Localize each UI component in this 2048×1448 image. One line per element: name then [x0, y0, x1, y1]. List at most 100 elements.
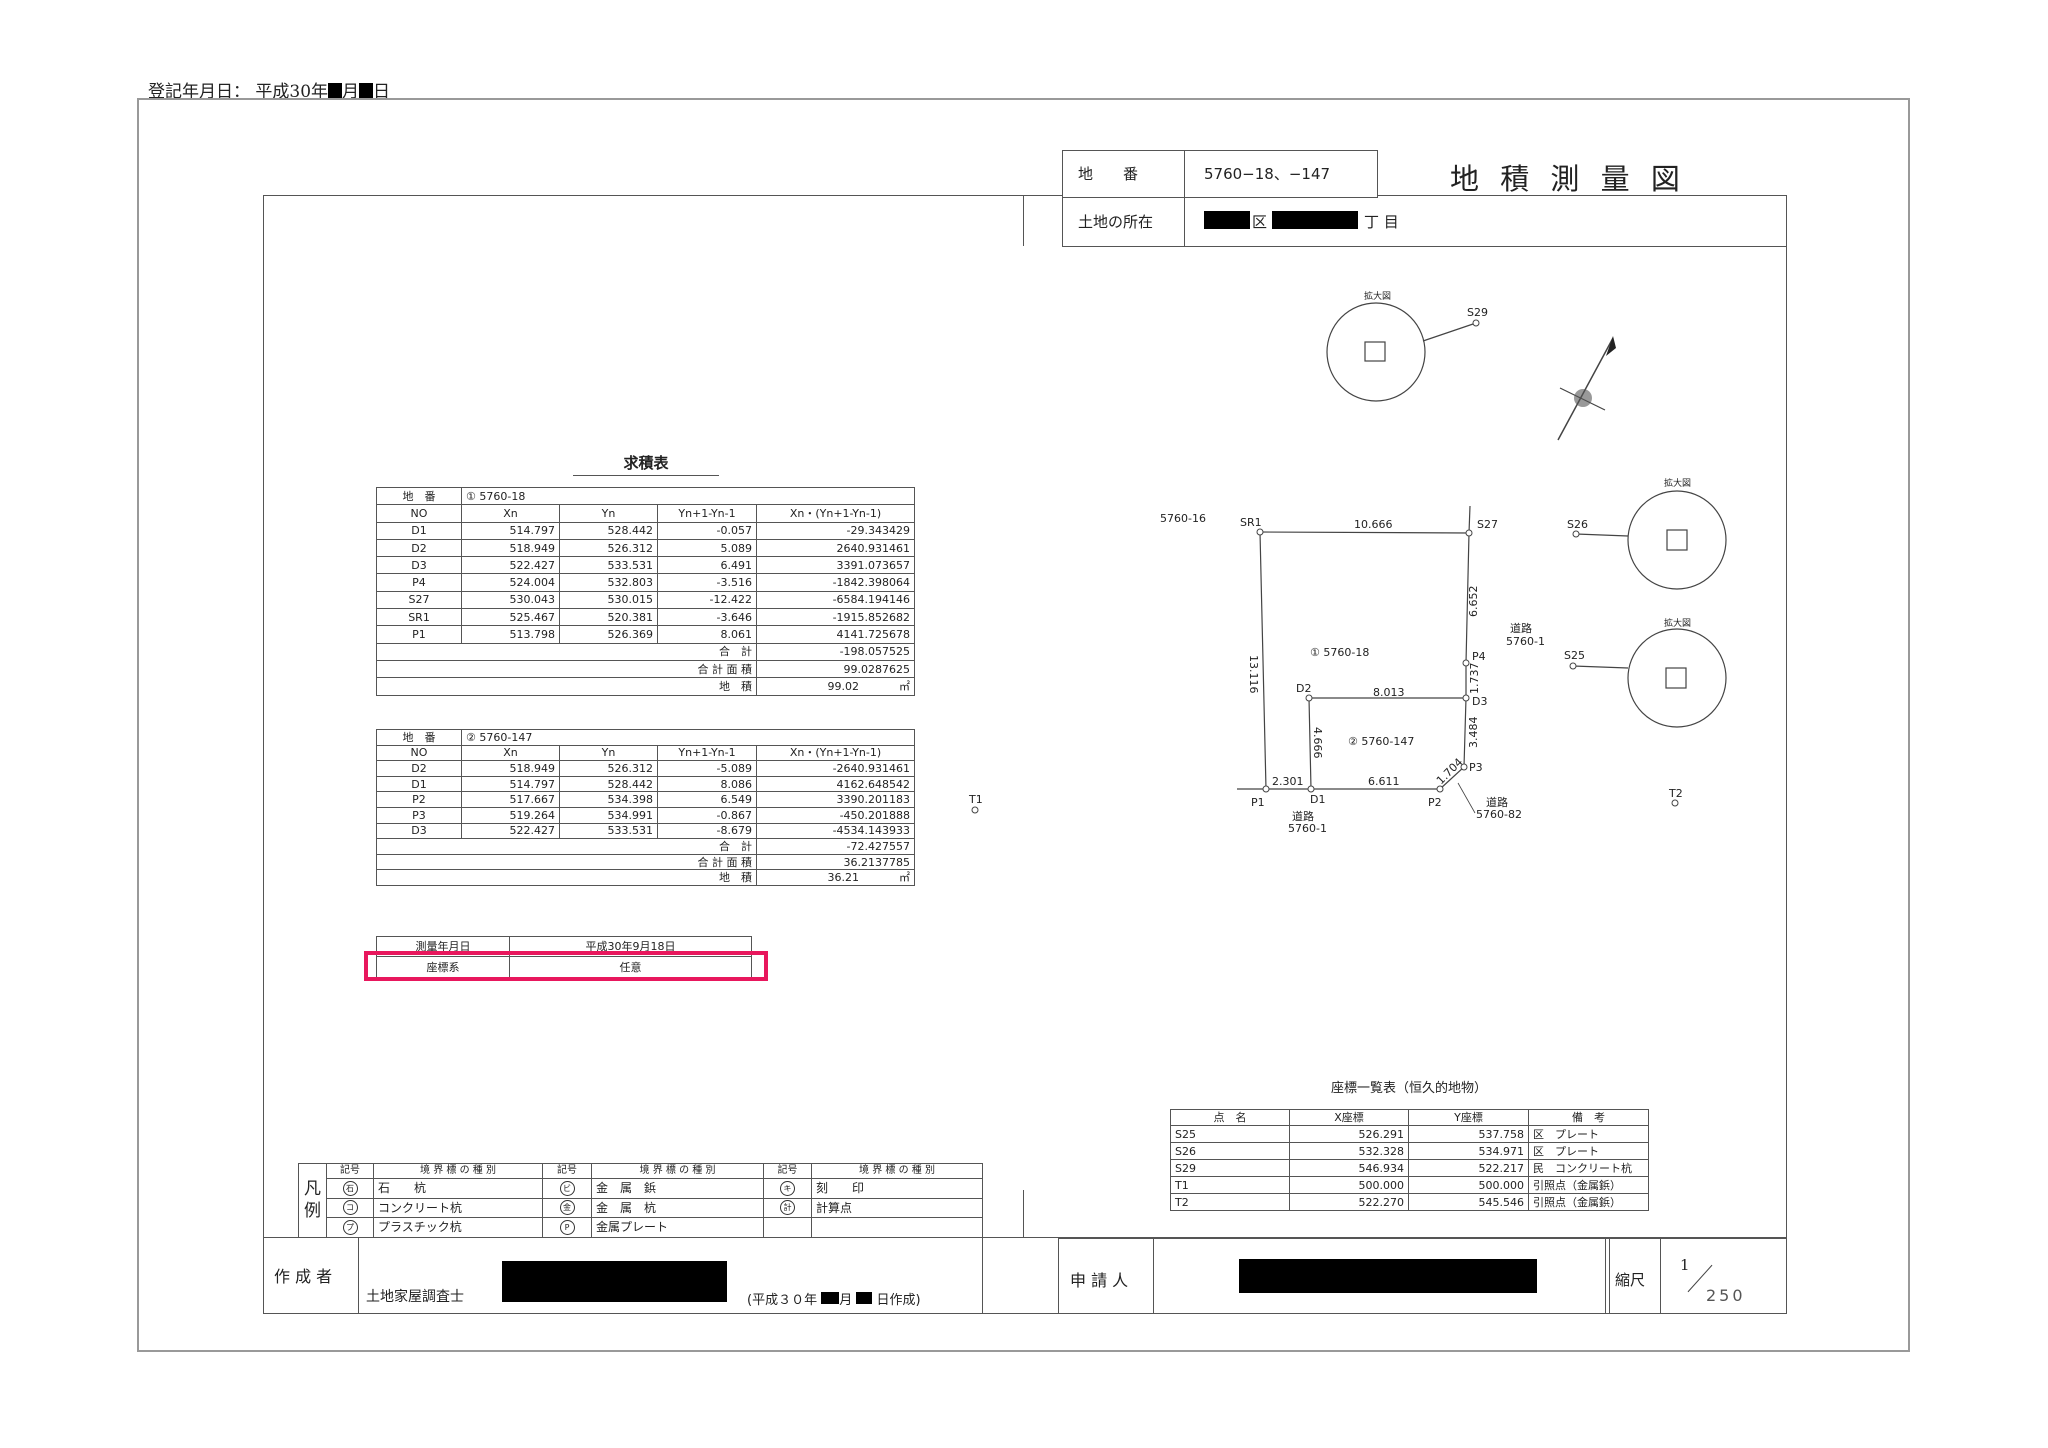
x-coordinate: 532.328: [1289, 1142, 1409, 1160]
redacted-town: [1272, 211, 1358, 229]
point-label-s26: S26: [1567, 518, 1588, 531]
road-label: 道路: [1486, 795, 1508, 809]
column-header: 備 考: [1528, 1109, 1649, 1126]
road-right-lot: 5760-1: [1506, 635, 1545, 648]
highlight-box: [364, 951, 768, 981]
applicant-box: [1058, 1238, 1787, 1314]
lot-value: 5760−18、−147: [1204, 165, 1331, 183]
document-title: 地 積 測 量 図: [1450, 162, 1686, 196]
x-coordinate: 526.291: [1289, 1125, 1409, 1143]
month-label: 月: [839, 1293, 853, 1308]
boundary-marker-icon: キ: [780, 1180, 795, 1196]
point-name: T2: [1170, 1193, 1290, 1211]
scale-numerator: 1: [1680, 1256, 1690, 1274]
legend-header-type: 境 界 標 の 種 別: [373, 1163, 543, 1179]
redacted-day: [856, 1292, 873, 1304]
location-chome: 丁 目: [1364, 213, 1399, 231]
table-row: 合 計-198.057525: [376, 642, 916, 661]
distance-p1-d1: 2.301: [1272, 775, 1304, 788]
divider: [1023, 196, 1024, 246]
distance-p4-d3: 1.737: [1468, 663, 1481, 695]
remarks: 区 プレート: [1528, 1125, 1649, 1143]
point-label-s27: S27: [1477, 518, 1498, 531]
redacted-month: [328, 83, 343, 99]
north-arrow-icon: [1606, 336, 1616, 356]
leader-s25: [1572, 665, 1629, 669]
table-row: 石石 杭ビ金 属 鋲キ刻 印: [299, 1178, 983, 1199]
divider: [1062, 246, 1787, 247]
point-label-s25: S25: [1564, 649, 1585, 662]
legend-symbol: コ: [326, 1197, 374, 1218]
boundary-marker-icon: 計: [780, 1200, 795, 1216]
legend-symbol: 金: [542, 1197, 592, 1218]
divider: [1609, 1238, 1610, 1314]
column-header: X座標: [1289, 1109, 1409, 1126]
redacted-month: [821, 1292, 840, 1304]
boundary-marker-icon: P: [559, 1219, 575, 1235]
detail-circle-s25: [1627, 628, 1727, 728]
creator-title: 土地家屋調査士: [366, 1289, 464, 1305]
boundary-marker-icon: 石: [342, 1180, 358, 1196]
legend-type: プラスチック杭: [373, 1217, 543, 1238]
boundary-marker-icon: 金: [559, 1200, 575, 1216]
area-unit: ㎡: [899, 679, 911, 693]
distance-d1-p2: 6.611: [1368, 775, 1400, 788]
table-row: 凡例記号境 界 標 の 種 別記号境 界 標 の 種 別記号境 界 標 の 種 …: [298, 1163, 983, 1238]
distance-d2-d3: 8.013: [1373, 686, 1405, 699]
remarks: 民 コンクリート杭: [1528, 1159, 1649, 1177]
point-name: S25: [1170, 1125, 1290, 1143]
lot-1-label: ① 5760-18: [1310, 646, 1369, 659]
scale-denominator: 250: [1706, 1286, 1746, 1305]
detail-marker: [1666, 529, 1688, 551]
redacted-city: [1204, 211, 1250, 229]
table-row: 合 計-72.427557: [376, 838, 916, 855]
creation-date-suffix: 日作成): [876, 1293, 921, 1308]
divider: [1605, 1238, 1606, 1314]
point-name: S26: [1170, 1142, 1290, 1160]
y-coordinate: 500.000: [1408, 1176, 1529, 1194]
detail-marker: [1665, 667, 1687, 689]
point-label-s29: S29: [1467, 306, 1488, 319]
point-label-sr1: SR1: [1240, 516, 1262, 529]
y-coordinate: 534.971: [1408, 1142, 1529, 1160]
distance-d2-d1: 4.666: [1311, 727, 1324, 759]
boundary-marker-icon: コ: [342, 1200, 358, 1216]
redacted-applicant-name: [1239, 1259, 1537, 1293]
distance-d3-p3: 3.484: [1467, 717, 1480, 749]
table-row: ココンクリート杭金金 属 杭計計算点: [299, 1197, 983, 1218]
divider: [358, 1237, 359, 1314]
detail-label: 拡大図: [1664, 617, 1691, 629]
divider: [1184, 150, 1185, 246]
legend-symbol: 石: [326, 1178, 374, 1199]
parcel-1-boundary: [1259, 531, 1470, 790]
y-coordinate: 522.217: [1408, 1159, 1529, 1177]
legend-type: 金 属 鋲: [591, 1178, 764, 1199]
x-coordinate: 546.934: [1289, 1159, 1409, 1177]
legend-header-symbol: 記号: [326, 1163, 374, 1179]
location-label: 土地の所在: [1078, 213, 1154, 231]
legend-type: 石 杭: [373, 1178, 543, 1199]
legend-title: 凡例: [298, 1163, 327, 1238]
lot-number-box: [1062, 150, 1378, 198]
leader-s26: [1575, 533, 1629, 537]
boundary-marker-icon: プ: [342, 1219, 358, 1235]
point-label-p3: P3: [1469, 761, 1483, 774]
legend-title-char: 凡: [304, 1179, 321, 1200]
legend-symbol: [763, 1217, 812, 1238]
legend-type: 計算点: [811, 1197, 983, 1218]
detail-circle-s26: [1627, 490, 1727, 590]
